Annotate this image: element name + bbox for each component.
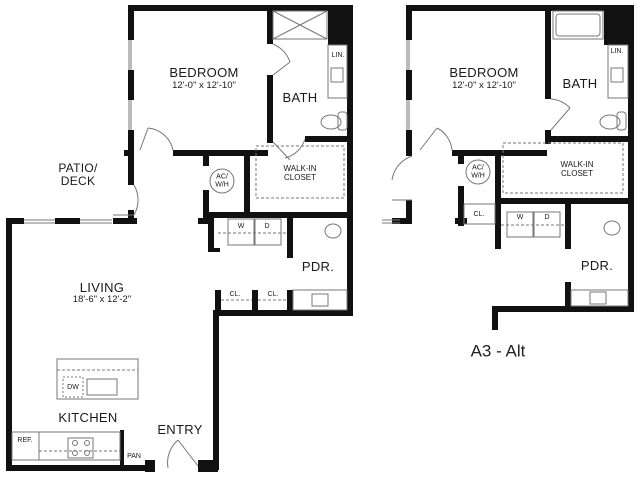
washer-label: W	[237, 223, 245, 231]
kitchen-label: KITCHEN	[58, 409, 118, 425]
bedroom-label: BEDROOM	[169, 64, 239, 80]
bath-label: BATH	[282, 89, 318, 105]
entry-label: ENTRY	[157, 421, 203, 437]
plan-a3-walls	[6, 5, 353, 472]
alt-closet-label: CL.	[473, 211, 485, 219]
powder-room-label: PDR.	[301, 258, 335, 274]
alt-washer-label: W	[516, 214, 524, 222]
walk-in-closet-line2: CLOSET	[283, 173, 317, 182]
alt-bedroom-label: BEDROOM	[449, 64, 519, 80]
alt-ac-label: AC/	[472, 164, 484, 172]
walk-in-closet-line1: WALK-IN	[283, 164, 317, 174]
alt-wh-label: W/H	[471, 172, 485, 179]
alt-dryer-label: D	[544, 214, 550, 222]
closet-1-label: CL.	[229, 291, 241, 299]
plan-a3-alt-fixtures	[382, 10, 629, 307]
ac-wh-label: AC/ W/H	[215, 173, 229, 188]
alt-walk-in-closet-label: WALK-IN CLOSET	[560, 160, 594, 179]
refrigerator-label: REF.	[17, 437, 33, 445]
alt-bath-label: BATH	[562, 75, 598, 91]
floor-plan-title: A3 - Alt	[470, 341, 526, 361]
wh-label: W/H	[215, 181, 229, 188]
alt-ac-wh-label: AC/ W/H	[471, 164, 485, 179]
patio-line2: DECK	[60, 174, 96, 188]
living-dimensions: 18'-6" x 12'-2"	[72, 293, 132, 305]
patio-line1: PATIO/	[58, 160, 98, 175]
dishwasher-label: DW	[67, 384, 79, 392]
closet-2-label: CL.	[267, 291, 279, 299]
alt-powder-room-label: PDR.	[580, 257, 614, 273]
patio-deck-label: PATIO/ DECK	[58, 160, 98, 188]
living-label: LIVING	[79, 279, 125, 295]
plan-a3-alt-walls	[392, 5, 634, 330]
dryer-label: D	[264, 223, 270, 231]
bedroom-dimensions: 12'-0" x 12'-10"	[172, 79, 236, 91]
walk-in-closet-label: WALK-IN CLOSET	[283, 164, 317, 183]
alt-bedroom-dimensions: 12'-0" x 12'-10"	[452, 79, 516, 91]
alt-walk-in-closet-line1: WALK-IN	[560, 160, 594, 170]
ac-label: AC/	[216, 173, 228, 181]
linen-label: LIN.	[331, 52, 345, 60]
pantry-label: PAN	[127, 453, 141, 461]
plan-a3-fixtures	[11, 10, 348, 469]
alt-linen-label: LIN.	[610, 48, 624, 56]
alt-walk-in-closet-line2: CLOSET	[560, 169, 594, 178]
